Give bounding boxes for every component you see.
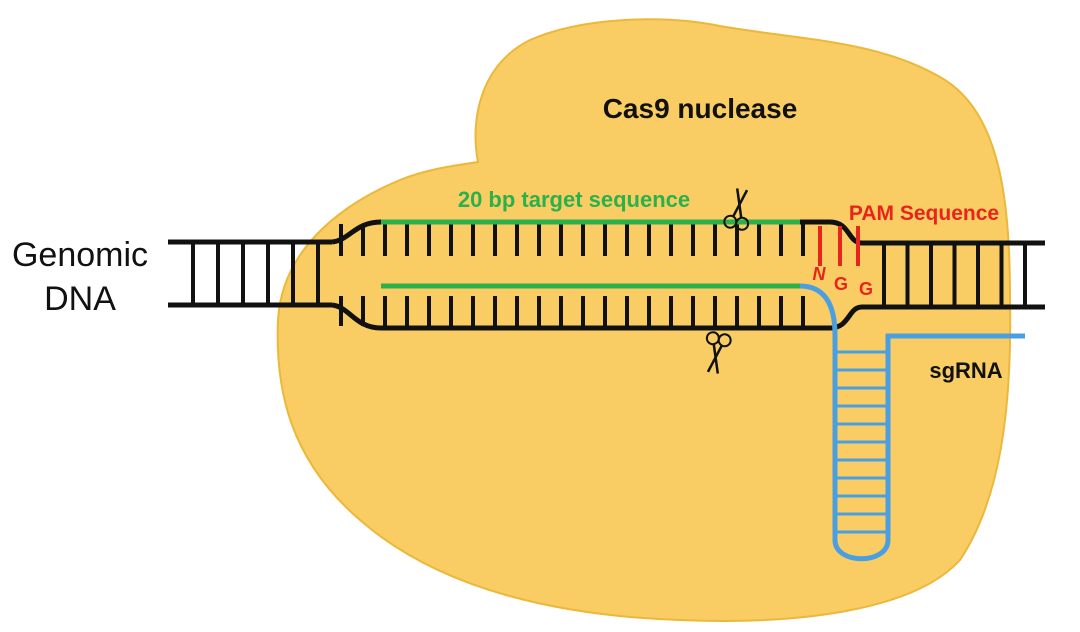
pam-sequence-ticks — [818, 226, 860, 266]
dna-strand-bottom-unwound — [331, 302, 863, 331]
sgrna-label: sgRNA — [929, 358, 1002, 383]
pam-g2-label: G — [859, 279, 873, 299]
genomic-label-line2: DNA — [44, 280, 116, 318]
sgrna-backbone — [799, 283, 1025, 562]
pam-g1-label: G — [834, 274, 848, 294]
pam-sequence-label: PAM Sequence — [849, 202, 999, 225]
genomic-label-line1: Genomic — [12, 236, 148, 274]
genomic-dna-left — [168, 239, 332, 308]
scissors-icon — [705, 331, 732, 374]
pam-n-label: N — [813, 264, 827, 284]
genomic-dna-right — [862, 240, 1045, 310]
cas9-protein-shape — [276, 18, 1012, 622]
sgrna-strand — [799, 283, 1025, 562]
scissors-icon — [723, 188, 750, 231]
target-sequence-label: 20 bp target sequence — [458, 187, 690, 212]
cas9-label: Cas9 nuclease — [603, 93, 798, 124]
